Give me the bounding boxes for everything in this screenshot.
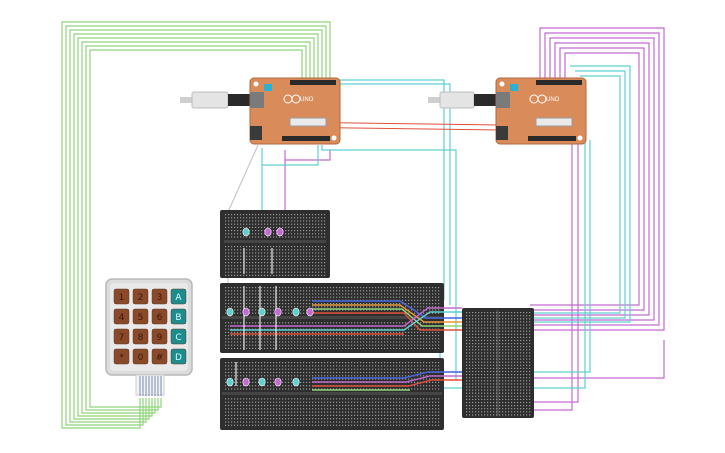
keypad-key-label: * xyxy=(119,353,124,363)
keypad-key-0[interactable]: 0 xyxy=(132,348,149,365)
keypad-key-label: 6 xyxy=(157,313,163,323)
led xyxy=(274,307,282,317)
keypad-key-label: 3 xyxy=(157,293,163,303)
arduino-left[interactable]: UNO xyxy=(249,77,341,145)
keypad-key-C[interactable]: C xyxy=(170,328,187,345)
breadboard-bus-wires xyxy=(230,300,462,391)
led xyxy=(242,377,250,387)
keypad-key-label: 0 xyxy=(138,353,144,363)
led xyxy=(242,227,250,237)
keypad-key-label: D xyxy=(175,353,182,363)
keypad-key-9[interactable]: 9 xyxy=(151,328,168,345)
keypad-key-label: 4 xyxy=(119,313,125,323)
keypad-key-*[interactable]: * xyxy=(113,348,130,365)
led xyxy=(258,377,266,387)
led xyxy=(258,307,266,317)
led xyxy=(242,307,250,317)
keypad-key-label: 8 xyxy=(138,333,144,343)
led xyxy=(306,307,314,317)
keypad-key-D[interactable]: D xyxy=(170,348,187,365)
usb-cable-right xyxy=(428,91,496,109)
keypad-wires-green xyxy=(61,21,331,429)
keypad-key-A[interactable]: A xyxy=(170,288,187,305)
breadboard-holes xyxy=(225,362,440,426)
breadboard-small-right[interactable] xyxy=(462,308,534,418)
jumper-wires-white xyxy=(235,248,277,386)
breadboard-large-1[interactable] xyxy=(220,283,444,353)
keypad-key-1[interactable]: 1 xyxy=(113,288,130,305)
purple-wires xyxy=(284,27,665,411)
led xyxy=(276,227,284,237)
keypad-key-2[interactable]: 2 xyxy=(132,288,149,305)
keypad-4x4[interactable]: 1 2 3 A 4 5 6 B 7 8 9 C * 0 # D xyxy=(105,278,193,396)
keypad-key-label: 7 xyxy=(119,333,125,343)
keypad-key-4[interactable]: 4 xyxy=(113,308,130,325)
keypad-key-#[interactable]: # xyxy=(151,348,168,365)
arduino-right[interactable]: UNO xyxy=(495,77,587,145)
keypad-key-7[interactable]: 7 xyxy=(113,328,130,345)
keypad-key-label: C xyxy=(175,333,181,343)
breadboard-holes xyxy=(225,214,326,276)
arduino-left-model-label: UNO xyxy=(300,97,314,103)
keypad-key-label: 1 xyxy=(119,293,125,303)
breadboard-holes xyxy=(466,312,531,416)
led xyxy=(292,307,300,317)
led xyxy=(274,377,282,387)
led xyxy=(226,307,234,317)
breadboard-large-2[interactable] xyxy=(220,358,444,430)
led-group xyxy=(226,227,314,387)
led xyxy=(292,377,300,387)
keypad-key-B[interactable]: B xyxy=(170,308,187,325)
keypad-key-5[interactable]: 5 xyxy=(132,308,149,325)
arduino-right-model-label: UNO xyxy=(546,97,560,103)
led xyxy=(264,227,272,237)
keypad-key-label: 2 xyxy=(138,293,144,303)
keypad-key-6[interactable]: 6 xyxy=(151,308,168,325)
keypad-key-3[interactable]: 3 xyxy=(151,288,168,305)
keypad-key-label: # xyxy=(156,353,164,363)
keypad-key-label: B xyxy=(175,313,181,323)
keypad-key-label: 5 xyxy=(138,313,144,323)
keypad-key-label: A xyxy=(175,293,182,303)
led xyxy=(226,377,234,387)
breadboard-small-top[interactable] xyxy=(220,210,330,278)
keypad-key-8[interactable]: 8 xyxy=(132,328,149,345)
usb-cable-left xyxy=(180,91,250,109)
keypad-key-label: 9 xyxy=(157,333,163,343)
